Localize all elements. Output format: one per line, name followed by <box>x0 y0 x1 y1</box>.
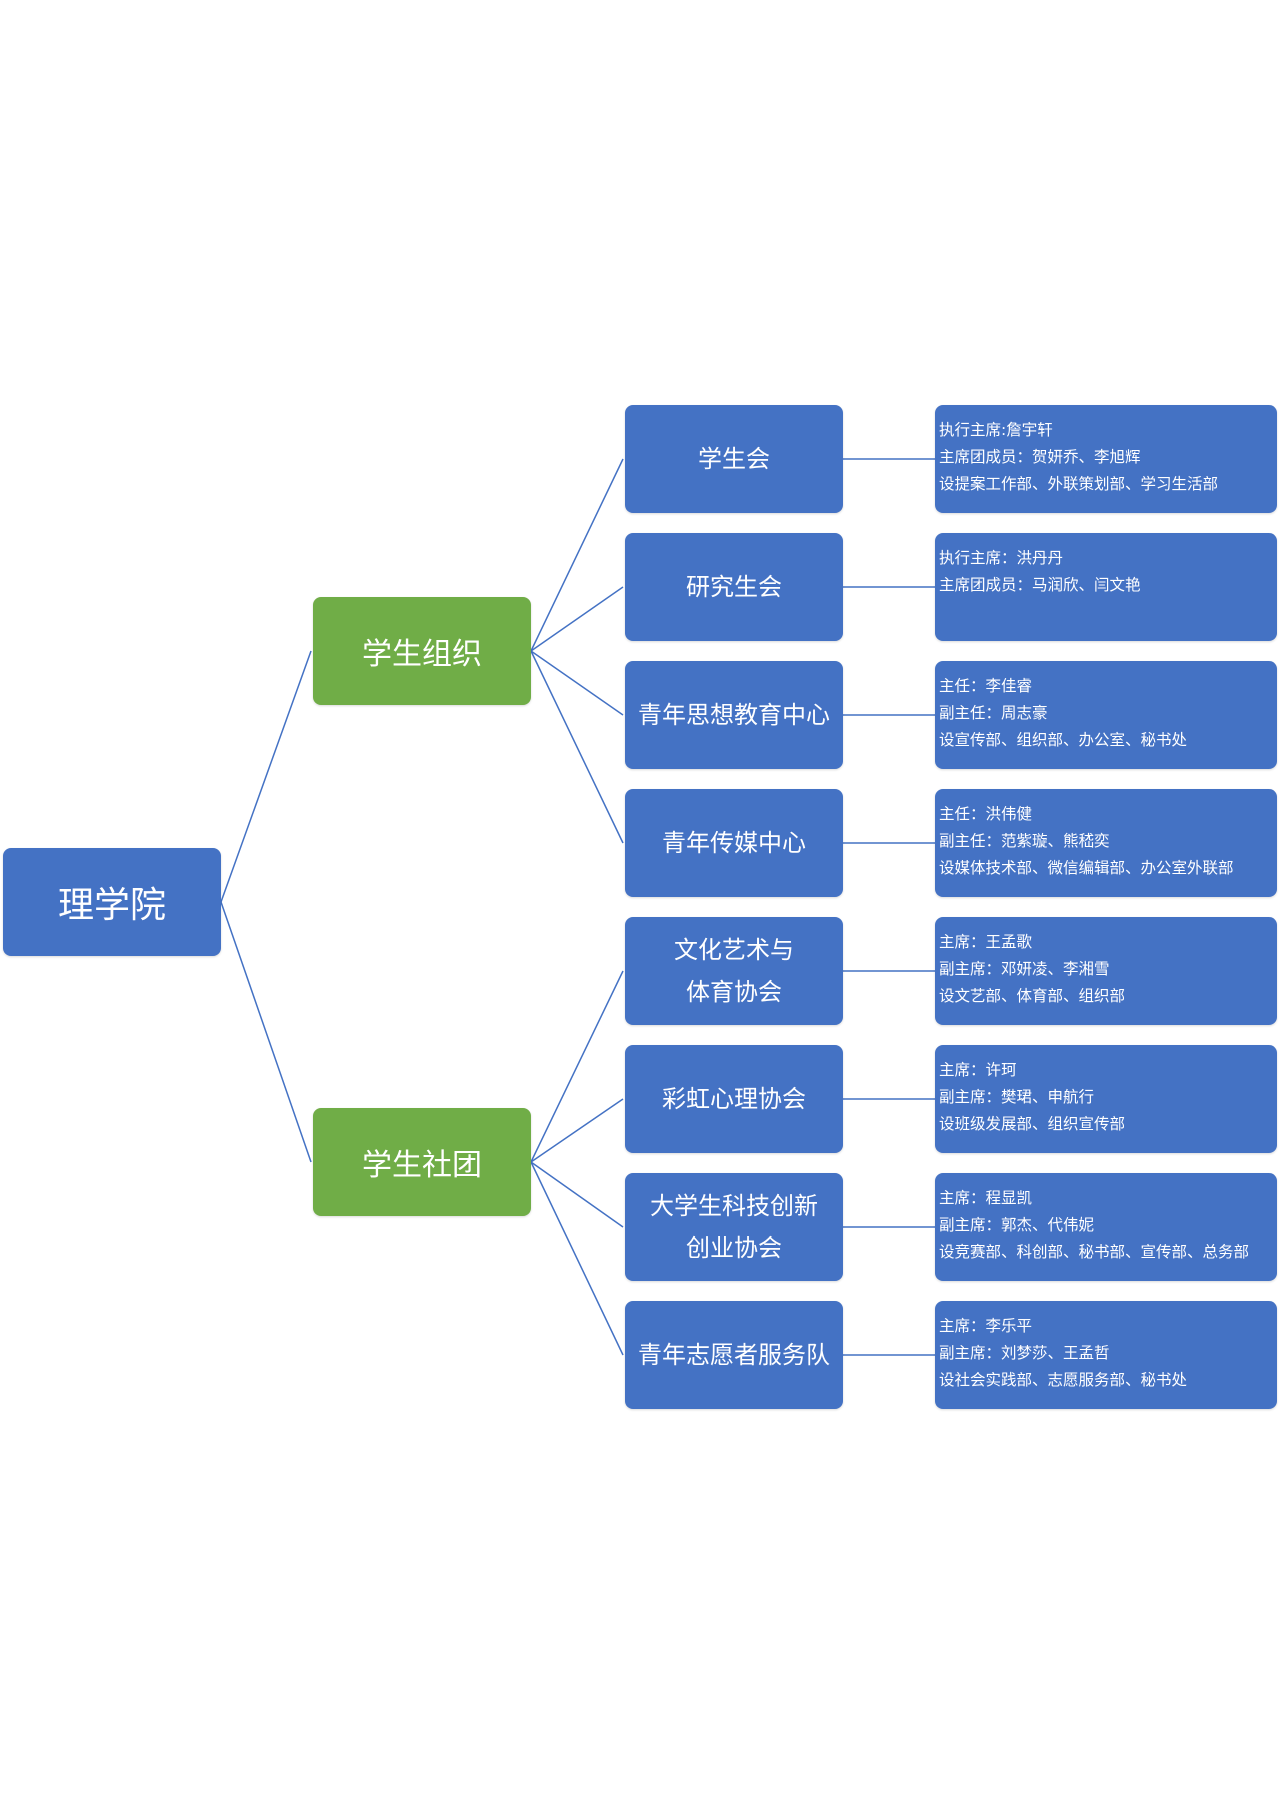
detail-box-rainbow-psychology-association: 主席：许珂 副主席：樊珺、申航行 设班级发展部、组织宣传部 <box>935 1045 1277 1153</box>
unit-node-youth-media-center: 青年传媒中心 <box>625 789 843 897</box>
detail-box-graduate-union: 执行主席：洪丹丹 主席团成员：马润欣、闫文艳 <box>935 533 1277 641</box>
group-to-unit-connector <box>530 1161 624 1356</box>
unit-node-innovation-entrepreneurship-association: 大学生科技创新 创业协会 <box>625 1173 843 1281</box>
detail-line: 主任：洪伟健 <box>939 805 1033 823</box>
group-to-unit-connector <box>530 650 624 716</box>
detail-box-youth-volunteer-team: 主席：李乐平 副主席：刘梦莎、王孟哲 设社会实践部、志愿服务部、秘书处 <box>935 1301 1277 1409</box>
unit-node-student-union: 学生会 <box>625 405 843 513</box>
detail-line: 主席团成员：马润欣、闫文艳 <box>939 576 1141 594</box>
group-to-unit-connector <box>530 650 624 844</box>
unit-node-youth-ideology-center: 青年思想教育中心 <box>625 661 843 769</box>
root-to-group-connector <box>220 901 312 1163</box>
detail-line: 副主席：樊珺、申航行 <box>939 1088 1095 1106</box>
detail-line: 主任：李佳睿 <box>939 677 1033 695</box>
detail-line: 设班级发展部、组织宣传部 <box>939 1115 1126 1133</box>
detail-line: 主席：程显凯 <box>939 1189 1033 1207</box>
detail-line: 设宣传部、组织部、办公室、秘书处 <box>939 731 1188 749</box>
group-node-student-clubs: 学生社团 <box>313 1108 531 1216</box>
detail-box-student-union: 执行主席:詹宇轩 主席团成员：贺妍乔、李旭辉 设提案工作部、外联策划部、学习生活… <box>935 405 1277 513</box>
group-to-unit-connector <box>530 458 624 652</box>
detail-line: 主席团成员：贺妍乔、李旭辉 <box>939 448 1141 466</box>
unit-node-graduate-union: 研究生会 <box>625 533 843 641</box>
detail-box-youth-ideology-center: 主任：李佳睿 副主任：周志豪 设宣传部、组织部、办公室、秘书处 <box>935 661 1277 769</box>
unit-node-arts-sports-association: 文化艺术与 体育协会 <box>625 917 843 1025</box>
detail-line: 设文艺部、体育部、组织部 <box>939 987 1126 1005</box>
detail-line: 主席：许珂 <box>939 1061 1017 1079</box>
detail-box-innovation-entrepreneurship-association: 主席：程显凯 副主席：郭杰、代伟妮 设竞赛部、科创部、秘书部、宣传部、总务部 <box>935 1173 1277 1281</box>
group-to-unit-connector <box>530 970 624 1163</box>
detail-line: 设提案工作部、外联策划部、学习生活部 <box>939 475 1219 493</box>
root-node: 理学院 <box>3 848 221 956</box>
detail-line: 副主席：郭杰、代伟妮 <box>939 1216 1095 1234</box>
group-to-unit-connector <box>530 1161 624 1228</box>
detail-line: 副主席：刘梦莎、王孟哲 <box>939 1344 1110 1362</box>
detail-box-youth-media-center: 主任：洪伟健 副主任：范紫璇、熊嵇奕 设媒体技术部、微信编辑部、办公室外联部 <box>935 789 1277 897</box>
group-to-unit-connector <box>530 586 624 652</box>
detail-line: 执行主席：洪丹丹 <box>939 549 1064 567</box>
group-node-student-organizations: 学生组织 <box>313 597 531 705</box>
detail-line: 设竞赛部、科创部、秘书部、宣传部、总务部 <box>939 1243 1250 1261</box>
detail-line: 副主任：范紫璇、熊嵇奕 <box>939 832 1110 850</box>
detail-line: 主席：李乐平 <box>939 1317 1033 1335</box>
unit-node-rainbow-psychology-association: 彩虹心理协会 <box>625 1045 843 1153</box>
group-to-unit-connector <box>530 1098 624 1163</box>
detail-line: 副主席：邓妍凌、李湘雪 <box>939 960 1110 978</box>
detail-line: 执行主席:詹宇轩 <box>939 421 1053 439</box>
detail-line: 设社会实践部、志愿服务部、秘书处 <box>939 1371 1188 1389</box>
detail-box-arts-sports-association: 主席：王孟歌 副主席：邓妍凌、李湘雪 设文艺部、体育部、组织部 <box>935 917 1277 1025</box>
detail-line: 副主任：周志豪 <box>939 704 1048 722</box>
detail-line: 设媒体技术部、微信编辑部、办公室外联部 <box>939 859 1234 877</box>
detail-line: 主席：王孟歌 <box>939 933 1033 951</box>
unit-node-youth-volunteer-team: 青年志愿者服务队 <box>625 1301 843 1409</box>
root-to-group-connector <box>220 650 312 903</box>
